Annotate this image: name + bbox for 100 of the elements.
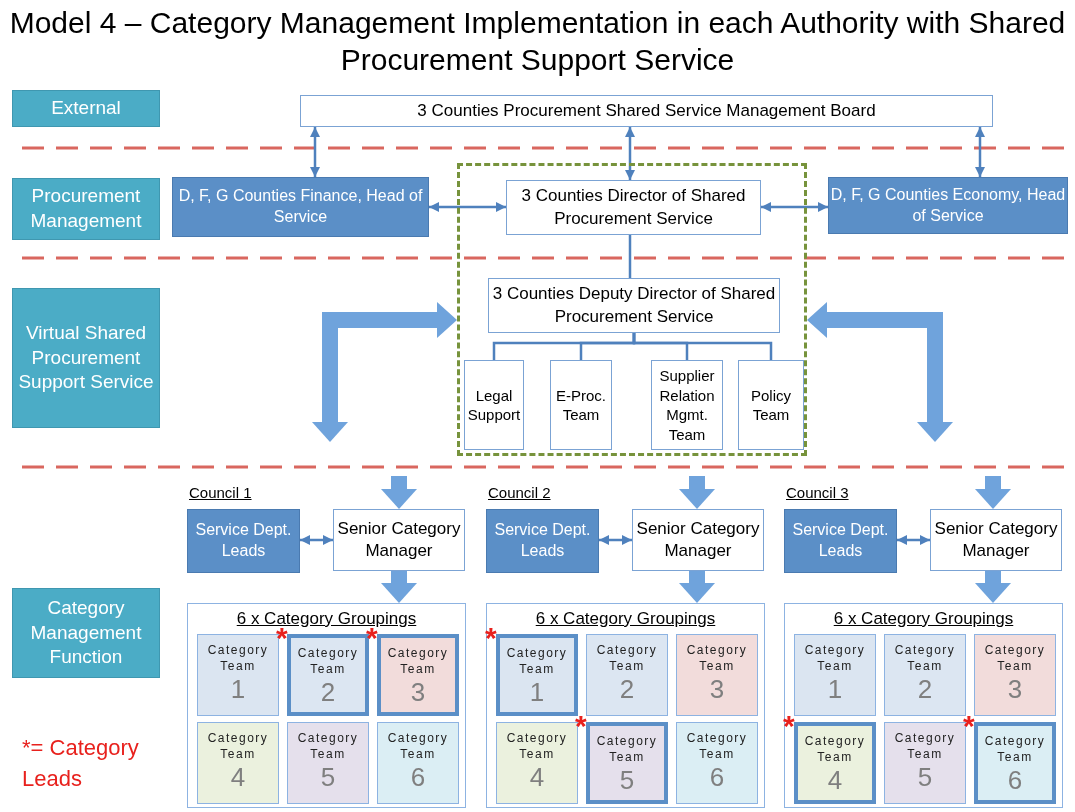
- asterisk-mark: *: [783, 711, 795, 741]
- box-label: Procurement Management: [29, 184, 143, 233]
- connector-line: [628, 235, 632, 278]
- team-number: 6: [410, 762, 426, 793]
- team-label: Category Team: [685, 731, 749, 763]
- connector-line: [632, 333, 773, 360]
- team-label: Category Team: [893, 643, 957, 675]
- process-box: [464, 360, 524, 450]
- team-number: 4: [230, 762, 246, 793]
- block-arrow: [381, 571, 417, 603]
- team-label: Category Team: [595, 734, 659, 766]
- box-label: Virtual Shared Procurement Support Service: [17, 320, 155, 395]
- double-arrow: [300, 535, 333, 545]
- group-heading: Council 2: [488, 484, 551, 501]
- team-label: Category Team: [893, 731, 957, 763]
- box-label: Supplier Relation Mgmt. Team: [658, 366, 716, 444]
- box-label: D, F, G Counties Finance, Head of Service: [177, 186, 424, 227]
- team-label: Category Team: [595, 643, 659, 675]
- team-number: 5: [917, 762, 933, 793]
- row-label-box: [12, 588, 160, 678]
- team-card: [676, 722, 758, 804]
- team-label: Category Team: [206, 731, 270, 763]
- box-label: External: [51, 96, 121, 121]
- box-label: 3 Counties Deputy Director of Shared Procurement Service: [491, 283, 777, 328]
- group-heading: Council 1: [189, 484, 252, 501]
- box-label: 3 Counties Director of Shared Procurement Service: [520, 185, 747, 230]
- box-label: Legal Support: [466, 385, 522, 425]
- group-box: [784, 603, 1063, 808]
- row-label-box: [12, 178, 160, 240]
- group-box: [187, 603, 466, 808]
- double-arrow: [761, 202, 828, 212]
- team-number: 3: [709, 674, 725, 705]
- process-box: [187, 509, 300, 573]
- row-label-box: [12, 90, 160, 127]
- group-heading: Council 3: [786, 484, 849, 501]
- team-number: 2: [619, 674, 635, 705]
- diagram-title: Model 4 – Category Management Implementation in each Authority with Shared Procurement Support Service: [8, 5, 1067, 78]
- process-box: [550, 360, 612, 450]
- process-box: [828, 177, 1068, 234]
- process-box: [651, 360, 723, 450]
- team-number: 1: [230, 674, 246, 705]
- box-label: Senior Category Manager: [635, 517, 761, 562]
- team-number: 3: [1007, 674, 1023, 705]
- group-title: 6 x Category Groupings: [535, 608, 716, 630]
- team-card: [974, 722, 1056, 804]
- box-label: Senior Category Manager: [336, 517, 462, 562]
- team-number: 6: [709, 762, 725, 793]
- team-number: 1: [827, 674, 843, 705]
- team-number: 4: [827, 765, 843, 796]
- process-box: [632, 509, 764, 571]
- team-card: [377, 634, 459, 716]
- group-box: [486, 603, 765, 808]
- block-arrow: [975, 476, 1011, 509]
- double-arrow: [429, 202, 506, 212]
- block-arrow: [679, 571, 715, 603]
- team-card: [974, 634, 1056, 716]
- team-card: [586, 634, 668, 716]
- legend-note: *= Category Leads: [22, 734, 140, 793]
- process-box: [930, 509, 1062, 571]
- team-label: Category Team: [296, 646, 360, 678]
- team-card: [496, 634, 578, 716]
- row-label-box: [12, 288, 160, 428]
- team-number: 3: [410, 677, 426, 708]
- asterisk-mark: *: [485, 623, 497, 653]
- team-number: 1: [529, 677, 545, 708]
- team-label: Category Team: [803, 734, 867, 766]
- team-label: Category Team: [685, 643, 749, 675]
- process-box: [172, 177, 429, 237]
- double-arrow: [625, 127, 635, 180]
- team-label: Category Team: [386, 731, 450, 763]
- process-box: [784, 509, 897, 573]
- process-box: [300, 95, 993, 127]
- block-arrow: [679, 476, 715, 509]
- block-arrow: [381, 476, 417, 509]
- dashed-frame: [457, 163, 807, 456]
- process-box: [506, 180, 761, 235]
- team-number: 5: [320, 762, 336, 793]
- asterisk-mark: *: [575, 711, 587, 741]
- group-title: 6 x Category Groupings: [833, 608, 1014, 630]
- team-card: [287, 722, 369, 804]
- box-label: Senior Category Manager: [933, 517, 1059, 562]
- block-arrow: [975, 571, 1011, 603]
- team-card: [586, 722, 668, 804]
- asterisk-mark: *: [963, 711, 975, 741]
- process-box: [333, 509, 465, 571]
- block-arrow: [312, 302, 457, 442]
- team-card: [794, 634, 876, 716]
- team-label: Category Team: [206, 643, 270, 675]
- team-number: 2: [320, 677, 336, 708]
- team-number: 6: [1007, 765, 1023, 796]
- team-label: Category Team: [803, 643, 867, 675]
- box-label: Service Dept. Leads: [194, 520, 293, 561]
- team-label: Category Team: [505, 646, 569, 678]
- team-label: Category Team: [983, 643, 1047, 675]
- team-card: [377, 722, 459, 804]
- team-number: 5: [619, 765, 635, 796]
- double-arrow: [897, 535, 930, 545]
- double-arrow: [599, 535, 632, 545]
- team-label: Category Team: [505, 731, 569, 763]
- box-label: D, F, G Counties Economy, Head of Service: [829, 184, 1067, 226]
